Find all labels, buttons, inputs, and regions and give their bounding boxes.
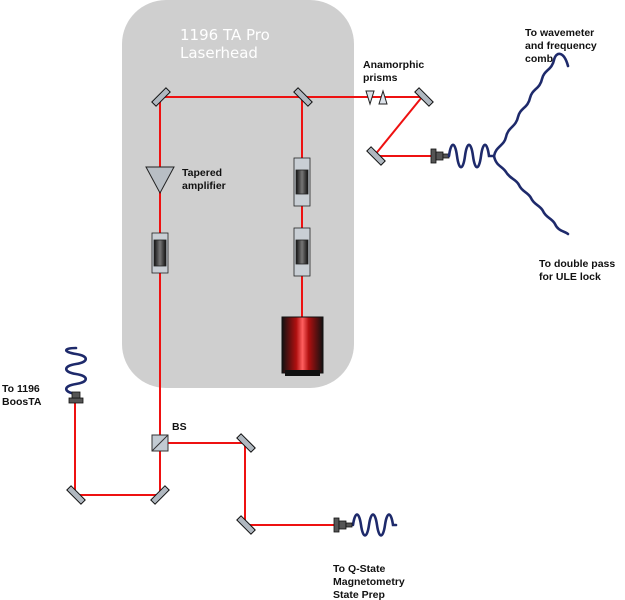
optical-isolators <box>151 157 311 277</box>
fiber-to-wavemeter <box>492 52 570 158</box>
prism-2 <box>378 89 388 105</box>
beam-splitter <box>151 434 169 452</box>
mirror-bottom-left <box>66 485 86 505</box>
fiber-coil-main <box>447 143 496 169</box>
qstate-label-2: Magnetometry <box>333 576 405 588</box>
mirror-fiber-steer <box>366 146 386 166</box>
laserhead-title-line1: 1196 TA Pro <box>180 26 270 44</box>
wavemeter-label-1: To wavemeter <box>525 27 594 39</box>
wavemeter-label-2: and frequency <box>525 40 597 52</box>
mirror-laserhead-left <box>151 87 171 107</box>
mirrors <box>66 87 434 535</box>
tapered-amplifier-label-2: amplifier <box>182 180 226 192</box>
mirror-bottom-middle <box>150 485 170 505</box>
beam-splitter-label: BS <box>172 421 187 433</box>
seed-laser-diode <box>281 316 324 376</box>
fiber-coupler-qstate <box>333 517 353 533</box>
ule-lock-label-1: To double pass <box>539 258 615 270</box>
anamorphic-prisms-label-1: Anamorphic <box>363 59 424 71</box>
tapered-amplifier <box>145 166 175 195</box>
fiber-coil-boosta <box>64 346 88 400</box>
tapered-amplifier-label-1: Tapered <box>182 167 222 179</box>
qstate-label-3: State Prep <box>333 589 385 600</box>
anamorphic-prisms-label-2: prisms <box>363 72 398 84</box>
isolator-ta-output <box>151 232 169 274</box>
mirror-prism-output <box>414 87 434 107</box>
optical-fibers <box>64 52 570 537</box>
laserhead-title-line2: Laserhead <box>180 44 258 62</box>
mirror-qstate <box>236 515 256 535</box>
fiber-to-ule <box>492 154 570 236</box>
fiber-coil-qstate <box>351 513 398 537</box>
prism-1 <box>365 90 375 106</box>
ule-lock-label-2: for ULE lock <box>539 271 601 283</box>
boosta-label-2: BoosTA <box>2 396 42 408</box>
isolator-seed-upper <box>293 157 311 207</box>
anamorphic-prisms <box>365 89 388 106</box>
mirror-laserhead-right <box>293 87 313 107</box>
qstate-label-1: To Q-State <box>333 563 385 575</box>
fiber-coupler-main <box>430 148 450 164</box>
mirror-bs-right <box>236 433 256 453</box>
laser-beams <box>74 96 432 526</box>
isolator-seed-lower <box>293 227 311 277</box>
fiber-coupler-boosta <box>68 391 84 404</box>
wavemeter-label-3: comb <box>525 53 553 65</box>
boosta-label-1: To 1196 <box>2 383 40 395</box>
